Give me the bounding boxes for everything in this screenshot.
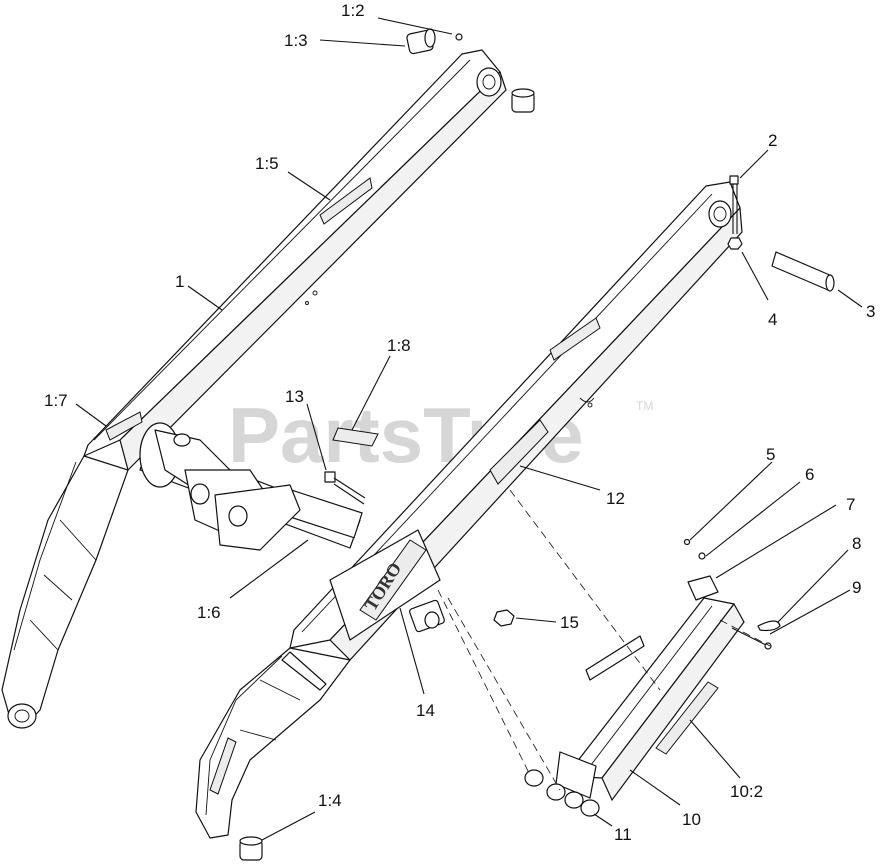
callout-15: 15 (560, 613, 579, 632)
callout-1-3: 1:3 (284, 31, 308, 50)
nut[interactable] (493, 609, 515, 627)
callout-14: 14 (416, 701, 435, 720)
callout-10-2: 10:2 (730, 782, 763, 801)
callout-12: 12 (606, 489, 625, 508)
cylinder-rod (585, 635, 645, 681)
right-top-bushing[interactable] (511, 88, 535, 113)
cylinder-assembly[interactable] (524, 575, 745, 817)
callout-6: 6 (805, 465, 814, 484)
lock-washer[interactable] (698, 552, 706, 560)
callout-5: 5 (766, 445, 775, 464)
top-pin-nut[interactable] (727, 237, 743, 250)
small-decal[interactable] (332, 427, 379, 447)
callout-4: 4 (768, 310, 777, 329)
right-loader-arm[interactable]: TORO (195, 181, 743, 839)
right-arm-decal (549, 317, 601, 361)
left-arm-decal (319, 177, 373, 225)
callout-1-4: 1:4 (318, 791, 342, 810)
callout-1-5: 1:5 (255, 154, 279, 173)
callout-9: 9 (852, 578, 861, 597)
clevis-pin[interactable] (731, 627, 772, 650)
grease-fitting[interactable] (455, 33, 463, 41)
bolt[interactable] (324, 471, 366, 505)
pivot-pin[interactable] (771, 251, 835, 292)
model-decal (489, 419, 549, 485)
callout-2: 2 (768, 131, 777, 150)
watermark-trademark: TM (636, 399, 653, 413)
callout-1-7: 1:7 (44, 391, 68, 410)
small-screw[interactable] (683, 538, 691, 546)
callout-1: 1 (175, 272, 184, 291)
cross-tube[interactable] (139, 422, 363, 551)
callout-8: 8 (852, 534, 861, 553)
callout-10: 10 (682, 810, 701, 829)
cylinder-decal (655, 681, 719, 755)
callout-11: 11 (614, 825, 632, 844)
callout-3: 3 (866, 302, 875, 321)
hair-pin-clip[interactable] (757, 620, 781, 632)
callout-13: 13 (285, 387, 304, 406)
left-loader-arm[interactable] (1, 49, 507, 729)
callout-1-2: 1:2 (341, 1, 365, 20)
callout-1-6: 1:6 (197, 603, 221, 622)
toro-decal (359, 539, 427, 621)
left-arm-lower-decal (105, 411, 143, 441)
right-arm-lower-decal (209, 737, 237, 795)
top-pin-bolt[interactable] (729, 175, 739, 234)
bottom-bushing[interactable] (239, 836, 263, 861)
left-top-bushing[interactable] (406, 28, 436, 55)
callout-1-8: 1:8 (387, 336, 411, 355)
callout-7: 7 (846, 495, 855, 514)
